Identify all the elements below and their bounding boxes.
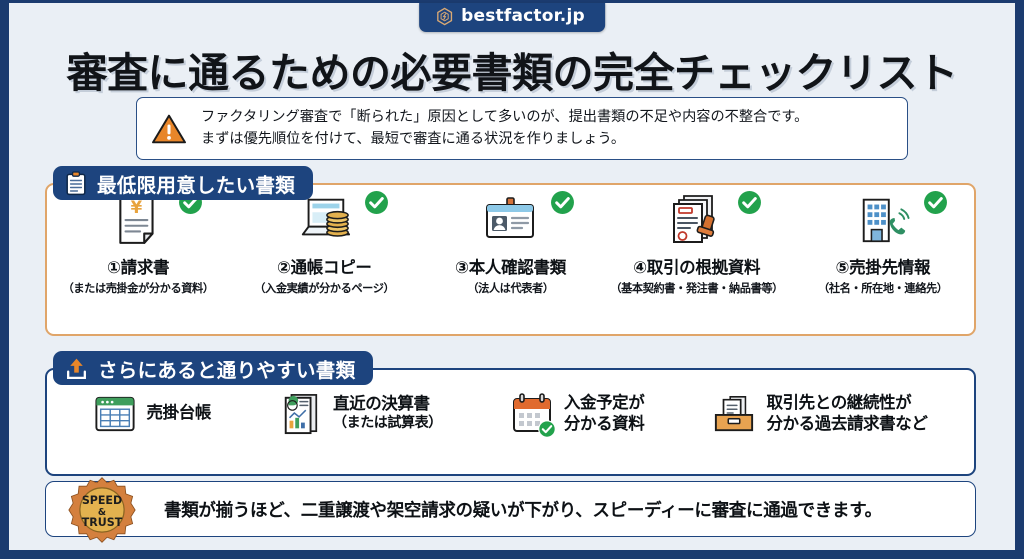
extra-documents-row: 売掛台帳	[59, 351, 962, 476]
extra-label: 直近の決算書 （または試算表）	[333, 394, 442, 432]
doc-icon-wrap	[235, 188, 413, 250]
extra-item-ledger: 売掛台帳	[94, 393, 211, 435]
clipboard-icon	[66, 170, 86, 195]
extra-label-line-2: （または試算表）	[333, 415, 442, 432]
section-extra-card	[45, 368, 976, 476]
invoice-yen-icon: ¥	[119, 193, 154, 244]
doc-item-debtor-info: ⑤売掛先情報 （社名・所在地・連絡先）	[794, 188, 972, 296]
check-badge-icon	[551, 191, 575, 214]
check-badge-icon	[538, 419, 556, 438]
required-documents-row: ¥ ①請求書 （または売掛金が分かる資料）	[45, 188, 976, 296]
extra-label: 売掛台帳	[146, 403, 212, 424]
doc-title: ③本人確認書類	[455, 258, 566, 277]
doc-item-id: ③本人確認書類 （法人は代表者）	[421, 188, 599, 296]
doc-subtitle: （入金実績が分かるページ）	[254, 282, 395, 295]
extra-item-payment-schedule: 入金予定が 分かる資料	[511, 392, 645, 438]
building-phone-icon	[862, 198, 910, 243]
extra-label-line-1: 売掛台帳	[146, 403, 212, 423]
financial-report-icon	[284, 393, 318, 434]
svg-text:¥: ¥	[131, 198, 143, 217]
hexagon-logo-icon	[437, 7, 453, 26]
bankbook-coins-icon	[302, 198, 351, 237]
doc-item-bankbook: ②通帳コピー （入金実績が分かるページ）	[235, 188, 413, 296]
file-box-icon	[715, 395, 754, 431]
extra-label: 入金予定が 分かる資料	[564, 393, 645, 434]
section-required-tab: 最低限用意したい書類	[53, 166, 314, 200]
extra-label-line-2: 分かる資料	[563, 413, 645, 433]
extra-label-line-1: 直近の決算書	[333, 394, 430, 414]
extra-label-line-1: 入金予定が	[563, 392, 645, 412]
doc-subtitle: （社名・所在地・連絡先）	[818, 282, 948, 295]
doc-title: ②通帳コピー	[276, 258, 372, 277]
warning-line-1: ファクタリング審査で「断られた」原因として多いのが、提出書類の不足や内容の不整合…	[201, 109, 809, 125]
svg-text:SPEED: SPEED	[82, 494, 122, 507]
warning-box: ファクタリング審査で「断られた」原因として多いのが、提出書類の不足や内容の不整合…	[136, 97, 908, 161]
section-extra-documents: さらにあると通りやすい書類	[45, 351, 976, 476]
summary-banner: SPEED & TRUST 書類が揃うほど、二重譲渡や架空請求の疑いが下がり、ス…	[45, 477, 976, 543]
doc-title: ⑤売掛先情報	[835, 258, 931, 277]
warning-triangle-icon	[152, 114, 186, 143]
extra-label-line-2: 分かる過去請求書など	[766, 413, 928, 433]
section-required-documents: 最低限用意したい書類 ¥	[45, 166, 976, 336]
doc-title: ①請求書	[106, 258, 170, 277]
ledger-table-icon	[94, 396, 135, 431]
doc-item-contract: ④取引の根拠資料 （基本契約書・発注書・納品書等）	[608, 188, 786, 296]
extra-item-past-invoices: 取引先との継続性が 分かる過去請求書など	[713, 393, 928, 435]
doc-icon-wrap	[608, 188, 786, 250]
speed-trust-seal-icon: SPEED & TRUST	[68, 477, 136, 543]
doc-subtitle: （または売掛金が分かる資料）	[62, 282, 214, 295]
id-card-icon	[486, 197, 535, 238]
banner-text: 書類が揃うほど、二重譲渡や架空請求の疑いが下がり、スピーディーに審査に通過できま…	[164, 500, 882, 521]
doc-subtitle: （法人は代表者）	[467, 282, 554, 295]
extra-icon-wrap	[280, 393, 322, 435]
brand-name: bestfactor.jp	[461, 6, 585, 26]
upload-arrow-icon	[67, 358, 86, 379]
contract-stamp-icon	[672, 195, 715, 243]
section-required-label: 最低限用意したい書類	[97, 173, 296, 197]
svg-text:&: &	[98, 507, 106, 518]
doc-icon-wrap	[421, 188, 599, 250]
doc-item-invoice: ¥ ①請求書 （または売掛金が分かる資料）	[49, 188, 227, 296]
calendar-icon	[512, 392, 551, 432]
doc-title: ④取引の根拠資料	[633, 258, 761, 277]
extra-icon-wrap	[511, 392, 556, 438]
extra-label: 取引先との継続性が 分かる過去請求書など	[766, 393, 927, 434]
brand-tab: bestfactor.jp	[419, 3, 605, 32]
extra-icon-wrap	[94, 393, 136, 435]
doc-subtitle: （基本契約書・発注書・納品書等）	[610, 282, 783, 295]
warning-line-2: まずは優先順位を付けて、最短で審査に通る状況を作りましょう。	[201, 130, 626, 147]
svg-text:TRUST: TRUST	[82, 516, 123, 529]
extra-icon-wrap	[713, 393, 755, 435]
page-title: 審査に通るための必要書類の完全チェックリスト	[66, 49, 959, 97]
section-extra-tab: さらにあると通りやすい書類	[53, 351, 374, 385]
check-badge-icon	[737, 191, 761, 214]
check-badge-icon	[365, 191, 389, 214]
extra-label-line-1: 取引先との継続性が	[766, 392, 912, 412]
check-badge-icon	[923, 191, 947, 214]
doc-icon-wrap	[794, 188, 972, 250]
section-extra-label: さらにあると通りやすい書類	[98, 358, 356, 382]
extra-item-financial-report: 直近の決算書 （または試算表）	[280, 393, 442, 435]
